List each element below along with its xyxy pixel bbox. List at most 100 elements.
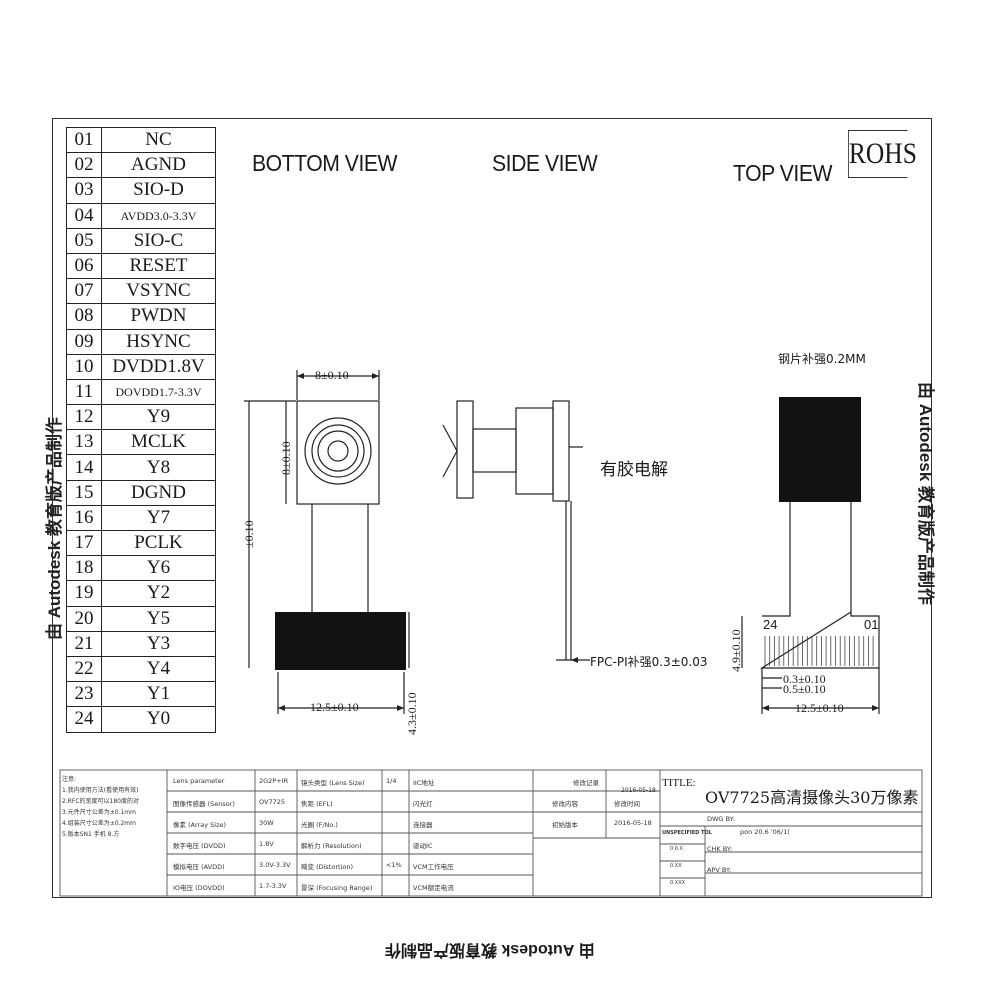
note-4: 4.组装尺寸公差为±0.2mm (62, 820, 136, 827)
dim-top-height: 4.9±0.10 (729, 629, 743, 672)
revision-cell: 初始版本 (552, 821, 578, 829)
bottom-lens-inner (317, 430, 359, 472)
notes-block: 注意: 1.我内使用方法(看使用有效) 2.RFC的宽度可以180度的对 3.元… (62, 774, 162, 840)
pin-number: 19 (66, 580, 102, 607)
arrow-1 (297, 373, 304, 379)
pin-number: 14 (66, 454, 102, 481)
arrow-3 (278, 705, 285, 711)
side-view-title: SIDE VIEW (492, 150, 598, 176)
pin-number: 15 (66, 479, 102, 506)
note-1: 1.我内使用方法(看使用有效) (62, 787, 139, 794)
top-gold-fingers (764, 636, 874, 666)
tolerance-row: 0 0.X (670, 846, 683, 852)
dim-lens-width: 8±0.10 (315, 368, 349, 382)
pin-number: 17 (66, 529, 102, 557)
dim-board-height: 4.3±0.10 (405, 692, 419, 735)
pin-number: 10 (66, 353, 102, 380)
spec-label: 畸变 (Distortion) (301, 863, 353, 871)
bottom-lens-ring (311, 424, 365, 478)
pin-name: DVDD1.8V (101, 353, 216, 380)
side-ray-b (442, 450, 458, 478)
spec-label: 闪光灯 (413, 800, 433, 808)
dim-total-height: ±0.10 (242, 520, 256, 548)
chk-label: CHK BY: (707, 845, 733, 853)
pin-01-label: 01 (864, 617, 879, 632)
revision-title: 修改记录 (573, 779, 599, 787)
unspecified-tol: UNSPECIFIED TOL (662, 830, 712, 836)
dwg-label: DWG BY: (707, 815, 735, 823)
apv-label: APV BY: (707, 866, 732, 874)
side-ray-a (442, 424, 458, 452)
title-label: TITLE: (662, 777, 696, 789)
pin-number: 20 (66, 605, 102, 632)
title-value: OV7725高清摄像头30万像素 (705, 788, 919, 807)
pin-number: 23 (66, 681, 102, 708)
arrow-2 (372, 373, 379, 379)
pin-name: VSYNC (101, 278, 216, 305)
spec-value: 2G2P+IR (259, 777, 289, 785)
notes-title: 注意: (62, 776, 77, 783)
pin-name: DOVDD1.7-3.3V (101, 378, 216, 406)
dim-board-width: 12.5±0.10 (310, 700, 359, 714)
bottom-lens-core (327, 440, 349, 462)
spec-label: Lens parameter (173, 777, 225, 785)
pin-24-label: 24 (763, 617, 778, 632)
bottom-view-title: BOTTOM VIEW (252, 150, 398, 176)
note-5: 5.版本SN1 手机 8.方 (62, 831, 120, 838)
pin-number: 24 (66, 706, 102, 733)
spec-label: VCM额定电流 (413, 884, 454, 892)
spec-label: IIC地址 (413, 779, 435, 787)
tolerance-row: 0.XX (670, 863, 682, 869)
bottom-connector-block (275, 612, 406, 670)
fpc-stiffener-label: FPC-PI补强0.3±0.03 (590, 655, 708, 669)
spec-label: 像素 (Array Size) (173, 821, 227, 829)
side-lens-barrel (456, 400, 474, 499)
spec-label: 数字电压 (DVDD) (173, 842, 226, 850)
pin-name: Y6 (101, 555, 216, 582)
pin-number: 11 (66, 378, 102, 406)
dim-top-width: 12.5±0.10 (795, 701, 844, 715)
spec-label: 解析力 (Resolution) (301, 842, 362, 850)
arrow-6 (872, 705, 879, 711)
pin-name: Y2 (101, 580, 216, 607)
revision-cell: 修改内容 (552, 800, 578, 808)
spec-value: 30W (259, 819, 274, 827)
pin-number: 05 (66, 227, 102, 254)
dim-pad: 0.5±0.10 (783, 682, 826, 696)
drawing-frame (52, 118, 932, 898)
dim-lens-height: 8±0.10 (279, 441, 293, 475)
pin-name: Y7 (101, 504, 216, 532)
pin-name: Y0 (101, 706, 216, 733)
spec-label: 焦距 (EFL) (301, 800, 333, 808)
bottom-lens-holder (296, 400, 380, 505)
spec-value: OV7725 (259, 798, 285, 806)
spec-label: 景深 (Focusing Range) (301, 884, 373, 892)
pin-number: 08 (66, 303, 102, 330)
spec-label: IO电压 (DOVDD) (173, 884, 225, 892)
spec-label: 驱动IC (413, 842, 433, 850)
arrow-5 (762, 705, 769, 711)
pin-name: Y3 (101, 630, 216, 657)
pin-number: 16 (66, 504, 102, 532)
spec-value: 1.7-3.3V (259, 882, 287, 890)
note-2: 2.RFC的宽度可以180度的对 (62, 798, 139, 805)
